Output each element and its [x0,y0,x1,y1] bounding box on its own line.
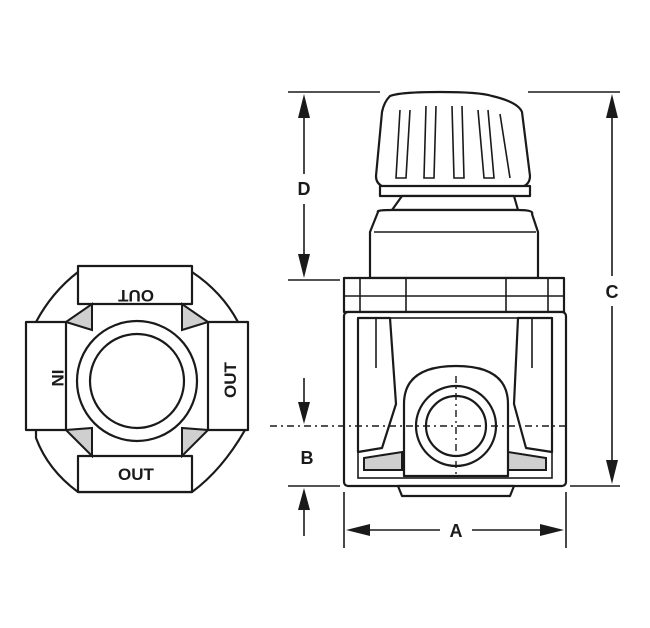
body-wedge-left [363,450,403,471]
port-label-top: OUT [117,286,154,305]
dim-d-arrow-bottom [298,254,310,278]
top-view: OUT IN OUT OUT [24,264,250,494]
dim-b-label: B [301,448,314,468]
port-boss-left [24,320,68,432]
dim-c-arrow-bottom [606,460,618,484]
bottom-plug [396,484,516,498]
knob-rib-1 [395,109,411,179]
dim-c-arrow-top [606,94,618,118]
dim-d-arrow-top [298,94,310,118]
corner-wedge-bottom-left [63,426,93,459]
front-view [270,90,570,498]
dim-a-arrow-left [346,524,370,536]
bonnet-neck [390,194,520,212]
dim-a-arrow-right [540,524,564,536]
corner-wedge-bottom-right [181,426,211,459]
dim-b-arrow-top [298,402,310,424]
bonnet [368,208,540,280]
bore-inner [88,332,186,430]
dim-d-label: D [298,179,311,199]
knob-rib-3 [451,105,465,179]
dim-b-arrow-bottom [298,488,310,510]
port-label-bottom: OUT [118,465,155,484]
knob-rib-5 [499,113,511,179]
port-boss-top [76,264,194,306]
port-boss-right [206,320,250,432]
ring-nut [342,276,566,314]
port-label-right: OUT [221,361,240,398]
corner-wedge-top-left [63,302,93,332]
port-boss-bottom [76,454,194,494]
corner-wedge-top-right [181,302,211,332]
dimension-lines: D B C A [288,91,620,548]
knob-skirt [378,184,532,198]
knob-rib-4 [477,109,495,179]
knob-rib-2 [423,105,437,179]
dim-c-label: C [606,282,619,302]
port-label-left: IN [48,370,67,387]
dim-a-label: A [450,521,463,541]
